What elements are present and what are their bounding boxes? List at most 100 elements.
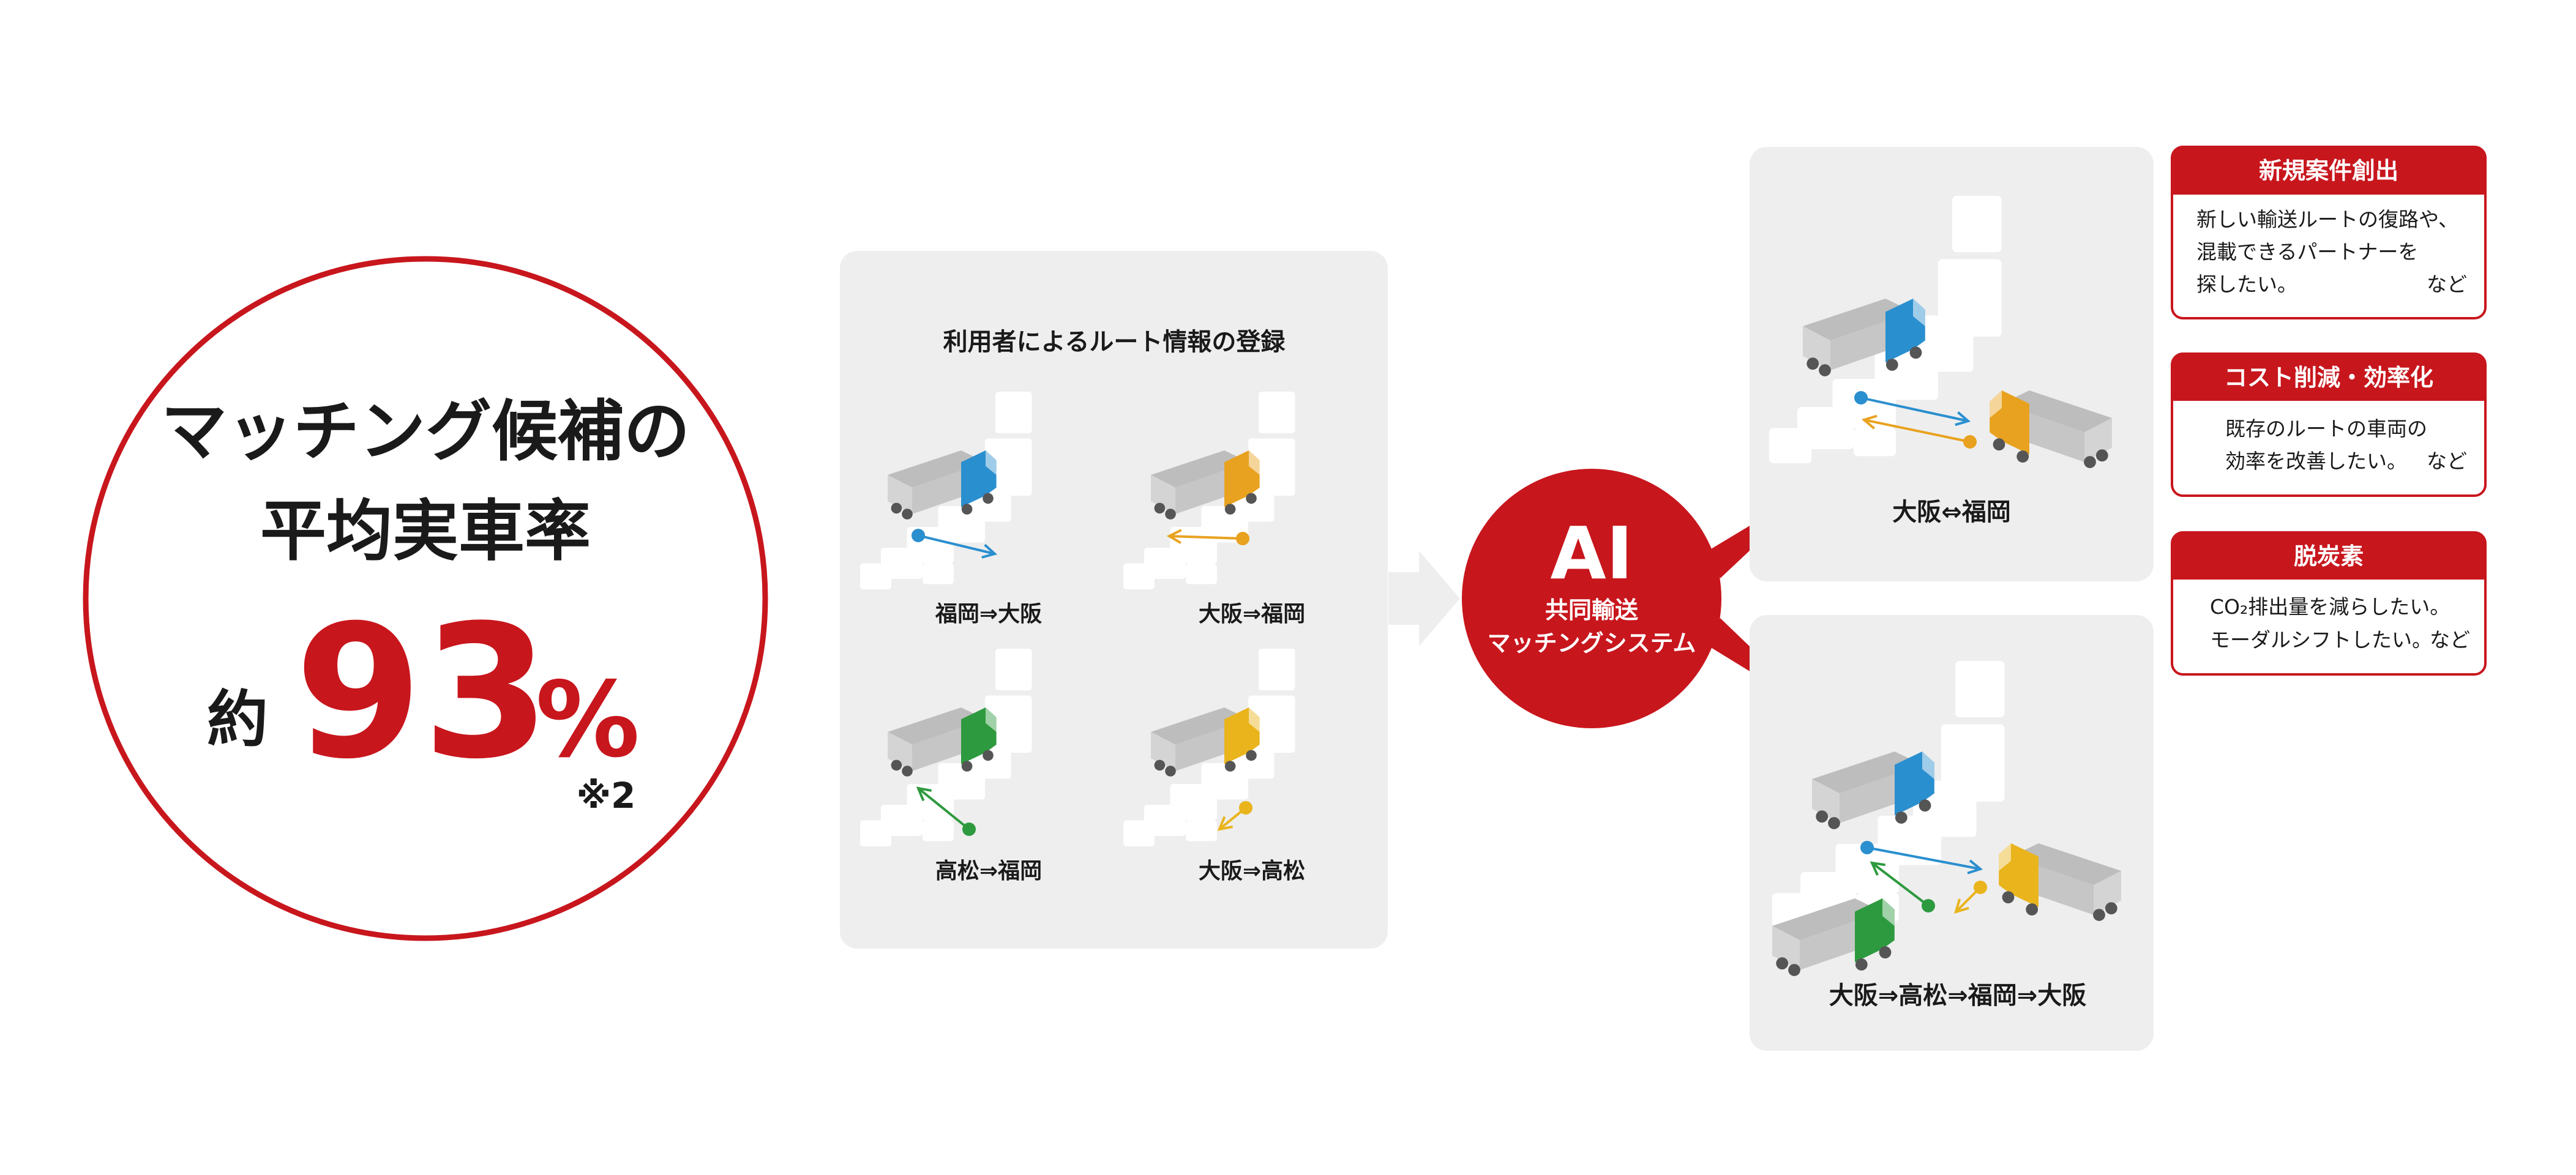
registration-route-cell: 大阪⇒高松 xyxy=(1123,649,1305,884)
headline-prefix: 約 xyxy=(207,684,268,755)
headline-value: 93 xyxy=(294,586,550,799)
registration-title: 利用者によるルート情報の登録 xyxy=(943,328,1286,356)
truck-orange-icon xyxy=(1990,390,2112,468)
map-block xyxy=(923,563,954,584)
route-line xyxy=(1169,535,1243,540)
route-arrowhead-icon xyxy=(1217,816,1233,831)
benefit-title-3: 脱炭素 xyxy=(2294,543,2364,570)
route-line xyxy=(1863,419,1971,443)
truck-window xyxy=(986,450,997,475)
benefit-2-suffix: など xyxy=(2427,449,2467,473)
truck-wheel xyxy=(1246,750,1257,761)
truck-wheel xyxy=(983,750,994,761)
truck-wheel xyxy=(2026,903,2039,916)
ai-title: AI xyxy=(1550,511,1633,595)
truck-yellow-icon xyxy=(1151,707,1260,777)
map-block xyxy=(860,820,891,846)
truck-window xyxy=(1882,898,1895,926)
route-line xyxy=(918,534,995,555)
truck-wheel xyxy=(1855,958,1868,971)
benefit-title-1: 新規案件創出 xyxy=(2259,157,2398,184)
route-line xyxy=(917,787,970,830)
route-start-dot xyxy=(962,822,976,836)
truck-yellow-icon xyxy=(1999,843,2121,921)
headline-unit: % xyxy=(536,660,640,781)
headline-badge: マッチング候補の 平均実車率 約 93 % ※2 xyxy=(83,256,768,941)
truck-wheel xyxy=(983,493,994,504)
route-arrow-icon xyxy=(916,786,976,836)
truck-wheel xyxy=(1909,346,1922,359)
headline-circle xyxy=(83,256,768,941)
map-block xyxy=(1952,196,2002,252)
truck-wheel xyxy=(1885,359,1898,371)
truck-blue-icon xyxy=(1812,752,1934,829)
route-arrowhead-icon xyxy=(1967,859,1983,875)
result-panel-2: 大阪⇒高松⇒福岡⇒大阪 xyxy=(1750,615,2154,1051)
benefit-2-line-2: 効率を改善したい。 xyxy=(2225,449,2407,473)
map-block xyxy=(995,392,1032,433)
truck-orange-icon xyxy=(1151,450,1260,520)
truck-wheel xyxy=(1879,946,1892,959)
map-block xyxy=(1186,563,1217,584)
map-block xyxy=(1123,820,1155,846)
benefit-box-2-header xyxy=(2172,354,2485,401)
truck-wheel xyxy=(1224,761,1236,772)
route-start-dot xyxy=(1963,435,1977,449)
route-arrow-icon xyxy=(1954,881,1987,914)
headline-note: ※2 xyxy=(577,775,636,816)
map-silhouette xyxy=(860,392,1032,589)
route-start-dot xyxy=(1236,532,1249,545)
result-label-1: 大阪⇔福岡 xyxy=(1892,498,2011,526)
route-arrow-icon xyxy=(1166,529,1249,545)
route-arrow-icon xyxy=(1861,414,1977,449)
truck-wheel xyxy=(2016,450,2029,463)
route-label: 大阪⇒高松 xyxy=(1199,859,1305,884)
map-block xyxy=(1955,661,2005,717)
headline-line-1: マッチング候補の xyxy=(161,394,690,470)
registration-route-cell: 高松⇒福岡 xyxy=(860,649,1042,884)
route-arrow-icon xyxy=(1860,841,1983,875)
benefit-3-line-2: モーダルシフトしたい。 xyxy=(2210,628,2432,652)
registration-route-cell: 大阪⇒福岡 xyxy=(1123,392,1305,627)
truck-blue-icon xyxy=(888,450,997,520)
headline-line-2: 平均実車率 xyxy=(260,493,591,570)
truck-wheel xyxy=(2002,891,2015,904)
truck-wheel xyxy=(961,761,973,772)
route-arrow-icon xyxy=(912,529,998,559)
benefit-1-line-1: 新しい輸送ルートの復路や、 xyxy=(2196,207,2458,231)
benefit-box-3: 脱炭素 CO₂排出量を減らしたい。 モーダルシフトしたい。 など xyxy=(2171,531,2487,676)
route-line xyxy=(1871,862,1930,907)
route-arrowhead-icon xyxy=(916,786,932,802)
benefit-box-1: 新規案件創出 新しい輸送ルートの復路や、 混載できるパートナーを 探したい。 な… xyxy=(2171,146,2487,319)
truck-window xyxy=(1913,299,1925,326)
map-block xyxy=(1259,392,1295,433)
benefit-3-suffix: など xyxy=(2430,628,2470,652)
truck-window xyxy=(1990,390,2002,418)
truck-wheel xyxy=(1224,504,1236,515)
route-arrow-icon xyxy=(1870,861,1935,912)
benefit-title-2: コスト削減・効率化 xyxy=(2224,364,2433,391)
map-block xyxy=(1854,428,1896,457)
truck-blue-icon xyxy=(1803,299,1925,376)
benefit-box-3-header xyxy=(2172,532,2485,580)
route-label: 高松⇒福岡 xyxy=(935,859,1042,884)
benefit-1-line-2: 混載できるパートナーを xyxy=(2196,240,2418,264)
flow-arrow-icon xyxy=(1388,551,1460,646)
map-block xyxy=(1123,563,1155,589)
truck-window xyxy=(986,707,997,732)
ai-circle xyxy=(1462,469,1721,728)
benefit-1-suffix: など xyxy=(2427,272,2467,296)
map-silhouette xyxy=(1123,649,1295,846)
benefit-3-line-1: CO₂排出量を減らしたい。 xyxy=(2210,595,2450,619)
ai-matching-system: AI 共同輸送 マッチングシステム xyxy=(1462,469,1783,728)
map-block xyxy=(1259,649,1295,690)
route-label: 福岡⇒大阪 xyxy=(935,602,1042,627)
truck-wheel xyxy=(1246,493,1257,504)
map-block xyxy=(1186,820,1217,841)
route-arrow-icon xyxy=(1854,391,1971,427)
truck-window xyxy=(1922,752,1934,779)
benefit-box-2: コスト削減・効率化 既存のルートの車両の 効率を改善したい。 など xyxy=(2171,352,2487,497)
truck-window xyxy=(1249,707,1260,732)
